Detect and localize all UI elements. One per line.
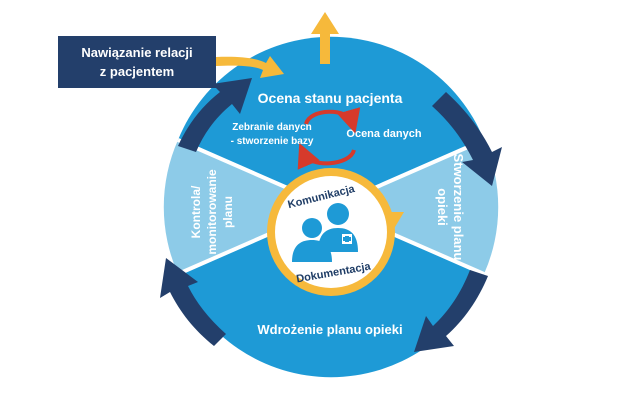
segment-evaluation — [163, 140, 331, 274]
arrow-top-left-icon — [178, 78, 252, 152]
segment-right-line1: Stworzenie planu — [451, 154, 466, 261]
sub-cycle-left-line2: - stworzenie bazy — [231, 136, 314, 147]
segment-left-label-group: Kontrola/ monitorowanie planu — [189, 169, 235, 255]
segment-left-line2: monitorowanie — [205, 169, 219, 255]
segment-left-line3: planu — [221, 196, 235, 228]
start-box-line1: Nawiązanie relacji — [81, 45, 192, 60]
red-arrow-bottom-icon — [297, 142, 356, 170]
sub-cycle-left-line1: Zebranie danych — [232, 122, 311, 133]
red-arrow-top-icon — [304, 107, 361, 134]
cycle-arrows — [160, 78, 502, 352]
segment-right-line2: opieki — [435, 188, 450, 226]
sub-cycle: Zebranie danych - stworzenie bazy Ocena … — [231, 107, 422, 170]
center-ring-arrow-icon — [384, 212, 404, 232]
start-box-line2: z pacjentem — [100, 64, 174, 79]
exit-up-arrow-icon — [311, 12, 339, 64]
segment-planning — [331, 140, 499, 274]
arrow-bottom-right-icon — [414, 270, 488, 352]
start-box: Nawiązanie relacji z pacjentem — [58, 36, 216, 88]
segment-top-label: Ocena stanu pacjenta — [258, 90, 403, 106]
sub-cycle-right-label: Ocena danych — [346, 128, 421, 140]
segment-bottom-label: Wdrożenie planu opieki — [257, 322, 402, 337]
arrow-bottom-left-icon — [160, 258, 226, 346]
nurse-cross-icon — [318, 203, 358, 252]
segment-left-line1: Kontrola/ — [189, 185, 203, 238]
arrow-top-right-icon — [432, 92, 502, 186]
center-hub: Komunikacja Dokumentacja — [267, 168, 404, 296]
entry-arrow-icon — [216, 56, 284, 78]
segment-right-label-group: Stworzenie planu opieki — [435, 154, 466, 261]
segment-assessment — [178, 36, 484, 207]
